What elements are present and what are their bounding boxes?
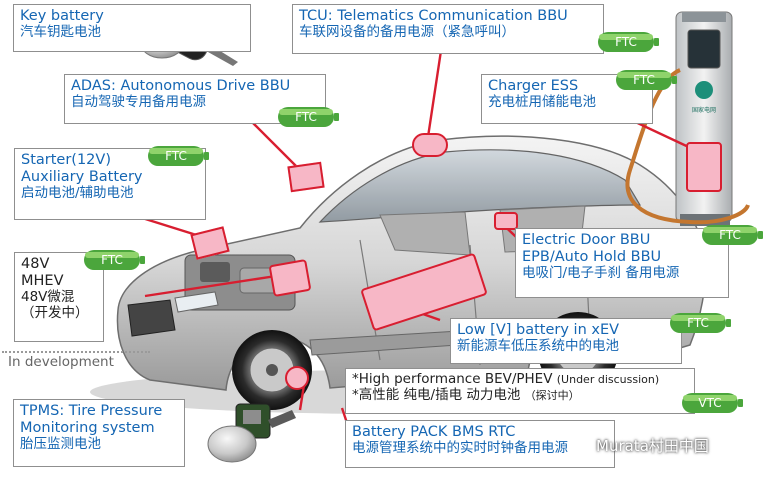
mhev-line-1: 48V — [21, 256, 50, 272]
battery-cell-icon — [682, 393, 743, 413]
low-voltage-title: Low [V] battery in xEV — [457, 322, 620, 338]
watermark: Murata村田中国 — [596, 437, 709, 455]
tpms-subtitle: 胎压监测电池 — [20, 436, 101, 453]
charger-title: Charger ESS — [488, 78, 579, 94]
tpms-title-2: Monitoring system — [20, 420, 155, 437]
charger-marker — [686, 142, 722, 192]
ftc-badge-starter: FTC — [148, 146, 210, 166]
ftc-label: FTC — [719, 228, 741, 242]
high-performance-zh-note: （探讨中） — [524, 388, 580, 402]
mhev-line-3: 48V微混 — [21, 289, 75, 306]
tcu-subtitle: 车联网设备的备用电源（紧急呼叫） — [299, 24, 515, 41]
ftc-label: FTC — [165, 149, 187, 163]
tpms-box: TPMS: Tire Pressure Monitoring system 胎压… — [13, 399, 185, 467]
ftc-badge-adas: FTC — [278, 107, 340, 127]
ftc-label: FTC — [101, 253, 123, 267]
battery-cell-icon — [148, 146, 209, 166]
electric-door-box: Electric Door BBU EPB/Auto Hold BBU 电吸门/… — [515, 228, 729, 298]
bms-box: Battery PACK BMS RTC 电源管理系统中的实时时钟备用电源 — [345, 420, 615, 468]
door-title-2: EPB/Auto Hold BBU — [522, 249, 662, 266]
adas-title: ADAS: Autonomous Drive BBU — [71, 78, 291, 94]
battery-cell-icon — [84, 250, 145, 270]
starter-subtitle: 启动电池/辅助电池 — [21, 185, 134, 202]
starter-title-2: Auxiliary Battery — [21, 169, 143, 186]
high-performance-box: *High performance BEV/PHEV (Under discus… — [345, 368, 695, 414]
tpms-coin-cell — [207, 425, 257, 463]
door-marker — [494, 212, 518, 230]
car-grille — [127, 299, 176, 337]
battery-cell-icon — [702, 225, 763, 245]
mhev-line-4: （开发中） — [21, 305, 89, 322]
key-battery-title: Key battery — [20, 8, 104, 24]
key-battery-subtitle: 汽车钥匙电池 — [20, 24, 101, 41]
ftc-label: FTC — [615, 35, 637, 49]
adas-subtitle: 自动驾驶专用备用电源 — [71, 94, 206, 111]
tcu-title: TCU: Telematics Communication BBU — [299, 8, 568, 24]
high-performance-text: *High performance BEV/PHEV — [352, 371, 553, 387]
headlight — [174, 291, 219, 313]
tpms-title-1: TPMS: Tire Pressure — [20, 403, 163, 419]
mhev-line-2: MHEV — [21, 273, 64, 290]
high-performance-title: *High performance BEV/PHEV (Under discus… — [352, 371, 688, 388]
charger-subtitle: 充电桩用储能电池 — [488, 94, 596, 111]
tcu-box: TCU: Telematics Communication BBU 车联网设备的… — [292, 4, 604, 54]
battery-cell-icon — [616, 70, 677, 90]
battery-cell-icon — [278, 107, 339, 127]
charger-sign: 国家电网 — [692, 106, 716, 114]
ftc-badge-tcu: FTC — [598, 32, 660, 52]
key-battery-box: Key battery 汽车钥匙电池 — [13, 4, 251, 52]
door-subtitle: 电吸门/电子手刹 备用电源 — [522, 265, 680, 282]
dev-divider — [2, 351, 150, 353]
ftc-label: FTC — [633, 73, 655, 87]
engine-detail — [200, 262, 230, 282]
adas-marker — [287, 161, 325, 193]
tpms-marker — [285, 366, 309, 390]
in-development-label: In development — [8, 354, 114, 370]
ftc-badge-mhev: FTC — [84, 250, 146, 270]
ftc-badge-charger: FTC — [616, 70, 678, 90]
ftc-badge-door: FTC — [702, 225, 764, 245]
bms-subtitle: 电源管理系统中的实时时钟备用电源 — [352, 440, 568, 457]
battery-cell-icon — [670, 313, 731, 333]
low-voltage-subtitle: 新能源车低压系统中的电池 — [457, 338, 619, 355]
high-performance-zh: *高性能 纯电/插电 动力电池 — [352, 386, 521, 403]
tcu-marker — [412, 133, 448, 157]
battery-cell-icon — [598, 32, 659, 52]
mhev-marker — [268, 258, 312, 298]
front-wheel — [232, 330, 312, 410]
low-voltage-box: Low [V] battery in xEV 新能源车低压系统中的电池 — [450, 318, 682, 364]
vtc-badge-high-performance: VTC — [682, 393, 744, 413]
starter-title-1: Starter(12V) — [21, 152, 111, 168]
high-performance-subtitle: *高性能 纯电/插电 动力电池 （探讨中） — [352, 386, 688, 404]
ftc-badge-low-voltage: FTC — [670, 313, 732, 333]
high-performance-note: (Under discussion) — [556, 373, 660, 386]
ftc-label: FTC — [295, 110, 317, 124]
door-title-1: Electric Door BBU — [522, 232, 651, 248]
adas-box: ADAS: Autonomous Drive BBU 自动驾驶专用备用电源 — [64, 74, 326, 124]
vtc-label: VTC — [698, 396, 722, 410]
bms-title: Battery PACK BMS RTC — [352, 424, 516, 440]
ftc-label: FTC — [687, 316, 709, 330]
